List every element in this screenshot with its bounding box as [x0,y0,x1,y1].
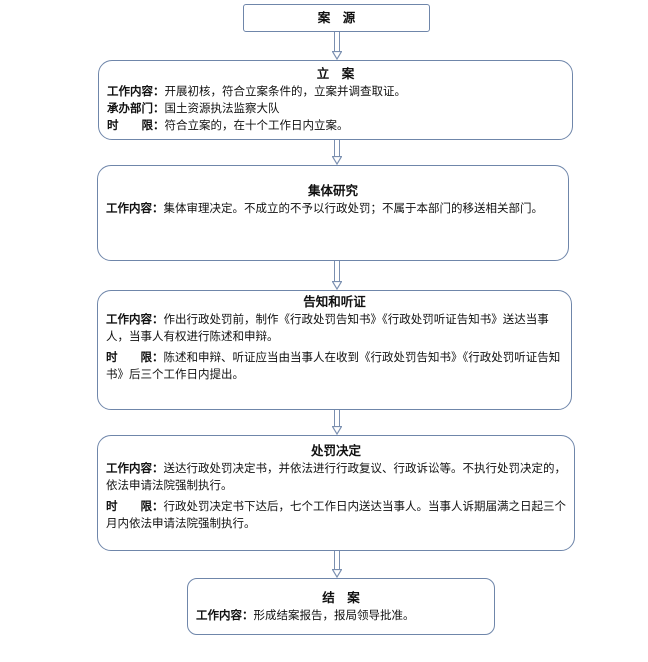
arrow-down-icon [332,32,342,60]
row-text: 开展初核，符合立案条件的，立案并调查取证。 [164,84,407,98]
row-label: 工作内容： [106,312,164,326]
node-case-closing: 结 案 工作内容：形成结案报告，报局领导批准。 [187,578,495,635]
node-title: 案 源 [317,10,356,25]
node-title: 告知和听证 [303,294,366,309]
row-text: 符合立案的，在十个工作日内立案。 [164,118,349,132]
row-label: 承办部门： [107,101,165,115]
arrow-down-icon [332,410,342,435]
row-text: 集体审理决定。不成立的不予以行政处罚；不属于本部门的移送相关部门。 [163,201,544,215]
arrow-down-icon [332,140,342,165]
row-label: 时 限： [106,499,164,513]
time-limit-row: 时 限：行政处罚决定书下达后，七个工作日内送达当事人。当事人诉期届满之日起三个月… [106,498,566,532]
time-limit-row: 时 限：陈述和申辩、听证应当由当事人在收到《行政处罚告知书》《行政处罚听证告知书… [106,349,563,383]
row-label: 工作内容： [106,461,164,475]
row-text: 行政处罚决定书下达后，七个工作日内送达当事人。当事人诉期届满之日起三个月内依法申… [106,499,566,530]
node-title: 处罚决定 [310,443,361,458]
row-label: 时 限： [107,118,165,132]
node-title: 结 案 [322,590,360,605]
row-text: 送达行政处罚决定书，并依法进行行政复议、行政诉讼等。不执行处罚决定的，依法申请法… [106,461,566,492]
node-title: 立 案 [316,66,355,81]
node-case-source: 案 源 [243,4,430,32]
node-collective-review: 集体研究 工作内容：集体审理决定。不成立的不予以行政处罚；不属于本部门的移送相关… [97,165,569,261]
row-label: 工作内容： [106,201,164,215]
arrow-down-icon [332,551,342,578]
row-text: 形成结案报告，报局领导批准。 [253,608,415,622]
department-row: 承办部门：国土资源执法监察大队 [107,100,564,117]
node-title: 集体研究 [307,183,358,198]
row-label: 时 限： [106,350,164,364]
work-content-row: 工作内容：集体审理决定。不成立的不予以行政处罚；不属于本部门的移送相关部门。 [106,200,560,217]
row-text: 国土资源执法监察大队 [164,101,280,115]
row-label: 工作内容： [107,84,165,98]
node-notice-hearing: 告知和听证 工作内容：作出行政处罚前，制作《行政处罚告知书》《行政处罚听证告知书… [97,290,572,410]
work-content-row: 工作内容：送达行政处罚决定书，并依法进行行政复议、行政诉讼等。不执行处罚决定的，… [106,460,566,494]
work-content-row: 工作内容：开展初核，符合立案条件的，立案并调查取证。 [107,83,564,100]
row-label: 工作内容： [196,608,254,622]
time-limit-row: 时 限：符合立案的，在十个工作日内立案。 [107,117,564,134]
row-text: 陈述和申辩、听证应当由当事人在收到《行政处罚告知书》《行政处罚听证告知书》后三个… [106,350,561,381]
work-content-row: 工作内容：作出行政处罚前，制作《行政处罚告知书》《行政处罚听证告知书》送达当事人… [106,311,563,345]
node-filing: 立 案 工作内容：开展初核，符合立案条件的，立案并调查取证。 承办部门：国土资源… [98,60,573,140]
arrow-down-icon [332,261,342,290]
node-penalty-decision: 处罚决定 工作内容：送达行政处罚决定书，并依法进行行政复议、行政诉讼等。不执行处… [97,435,575,551]
row-text: 作出行政处罚前，制作《行政处罚告知书》《行政处罚听证告知书》送达当事人，当事人有… [106,312,549,343]
work-content-row: 工作内容：形成结案报告，报局领导批准。 [196,607,486,624]
